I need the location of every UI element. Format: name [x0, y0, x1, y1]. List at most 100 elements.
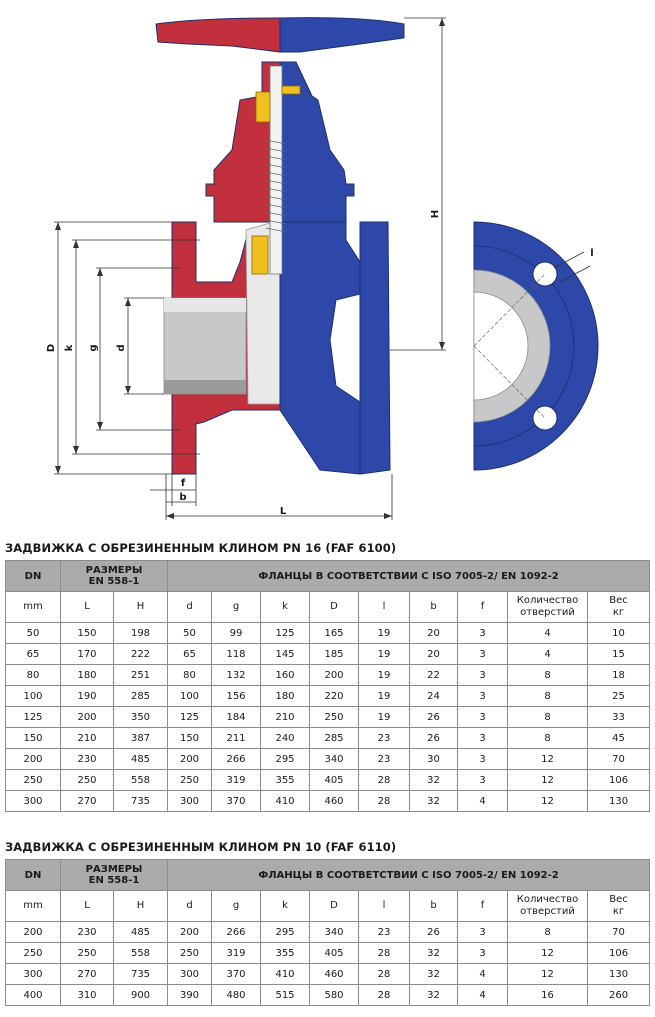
cell-weight: 130 [586, 790, 651, 812]
cell-f: 3 [457, 769, 508, 791]
cell-b: 20 [409, 643, 458, 665]
sub-weight-line1: Вес [609, 595, 628, 606]
cell-d: 300 [167, 790, 212, 812]
sub-l: l [358, 591, 410, 623]
cell-D: 460 [309, 790, 359, 812]
cell-L: 230 [60, 748, 114, 770]
cell-g: 370 [211, 963, 261, 985]
cell-DN: 400 [5, 984, 61, 1006]
cell-k: 160 [260, 664, 310, 686]
cell-weight: 106 [586, 942, 651, 964]
cell-g: 99 [211, 622, 261, 644]
cell-f: 4 [457, 790, 508, 812]
header-sizes-line2: EN 558-1 [88, 875, 140, 886]
cell-k: 295 [260, 748, 310, 770]
cell-H: 285 [113, 685, 168, 707]
cell-d: 390 [167, 984, 212, 1006]
cell-weight: 33 [586, 706, 651, 728]
cell-f: 4 [457, 963, 508, 985]
cell-H: 558 [113, 942, 168, 964]
cell-L: 150 [60, 622, 114, 644]
cell-holes: 8 [507, 664, 588, 686]
cell-b: 20 [409, 622, 458, 644]
sub-holes-line1: Количество [516, 595, 579, 606]
cell-H: 350 [113, 706, 168, 728]
cell-f: 3 [457, 706, 508, 728]
sub-weight-line1: Вес [609, 894, 628, 905]
cell-d: 250 [167, 769, 212, 791]
cell-D: 200 [309, 664, 359, 686]
cell-H: 485 [113, 748, 168, 770]
cell-weight: 130 [586, 963, 651, 985]
cell-b: 30 [409, 748, 458, 770]
cell-g: 266 [211, 921, 261, 943]
cell-holes: 4 [507, 622, 588, 644]
sub-d: d [167, 591, 212, 623]
cell-l: 23 [358, 921, 410, 943]
sub-L: L [60, 591, 114, 623]
cell-f: 3 [457, 942, 508, 964]
sub-g: g [211, 890, 261, 922]
cell-DN: 80 [5, 664, 61, 686]
label-b: b [179, 492, 186, 503]
cell-weight: 70 [586, 748, 651, 770]
sub-holes-line2: отверстий [520, 607, 575, 618]
cell-d: 80 [167, 664, 212, 686]
sub-H: H [113, 890, 168, 922]
cell-holes: 12 [507, 942, 588, 964]
cell-holes: 8 [507, 921, 588, 943]
cell-f: 3 [457, 748, 508, 770]
cell-L: 210 [60, 727, 114, 749]
cell-holes: 4 [507, 643, 588, 665]
cell-D: 220 [309, 685, 359, 707]
dimension-lines [54, 17, 446, 520]
sub-D: D [309, 890, 359, 922]
cell-d: 125 [167, 706, 212, 728]
cell-D: 285 [309, 727, 359, 749]
cell-H: 558 [113, 769, 168, 791]
cell-H: 900 [113, 984, 168, 1006]
cell-L: 190 [60, 685, 114, 707]
cell-k: 125 [260, 622, 310, 644]
cell-l: 23 [358, 748, 410, 770]
cell-H: 485 [113, 921, 168, 943]
cell-L: 180 [60, 664, 114, 686]
header-flanges: ФЛАНЦЫ В СООТВЕТСТВИИ С ISO 7005-2/ EN 1… [166, 560, 651, 592]
cell-L: 310 [60, 984, 114, 1006]
sub-mm: mm [5, 890, 61, 922]
sub-b: b [409, 591, 458, 623]
cell-b: 26 [409, 921, 458, 943]
cell-b: 32 [409, 984, 458, 1006]
bore-section [163, 297, 247, 395]
cell-holes: 8 [507, 727, 588, 749]
cell-L: 200 [60, 706, 114, 728]
cell-H: 735 [113, 963, 168, 985]
sub-mm: mm [5, 591, 61, 623]
sub-k: k [260, 890, 310, 922]
cell-DN: 65 [5, 643, 61, 665]
cell-D: 460 [309, 963, 359, 985]
cell-l: 28 [358, 790, 410, 812]
gate-valve-drawing: H D k g d f b L l [46, 17, 599, 520]
cell-g: 184 [211, 706, 261, 728]
cell-weight: 18 [586, 664, 651, 686]
cell-l: 28 [358, 984, 410, 1006]
cell-DN: 250 [5, 769, 61, 791]
sub-f: f [457, 591, 508, 623]
cell-d: 250 [167, 942, 212, 964]
label-f: f [181, 478, 186, 489]
cell-D: 580 [309, 984, 359, 1006]
sub-holes-line1: Количество [516, 894, 579, 905]
cell-l: 23 [358, 727, 410, 749]
cell-g: 211 [211, 727, 261, 749]
sub-weight-line2: кг [612, 607, 625, 618]
sub-d: d [167, 890, 212, 922]
cell-f: 3 [457, 685, 508, 707]
